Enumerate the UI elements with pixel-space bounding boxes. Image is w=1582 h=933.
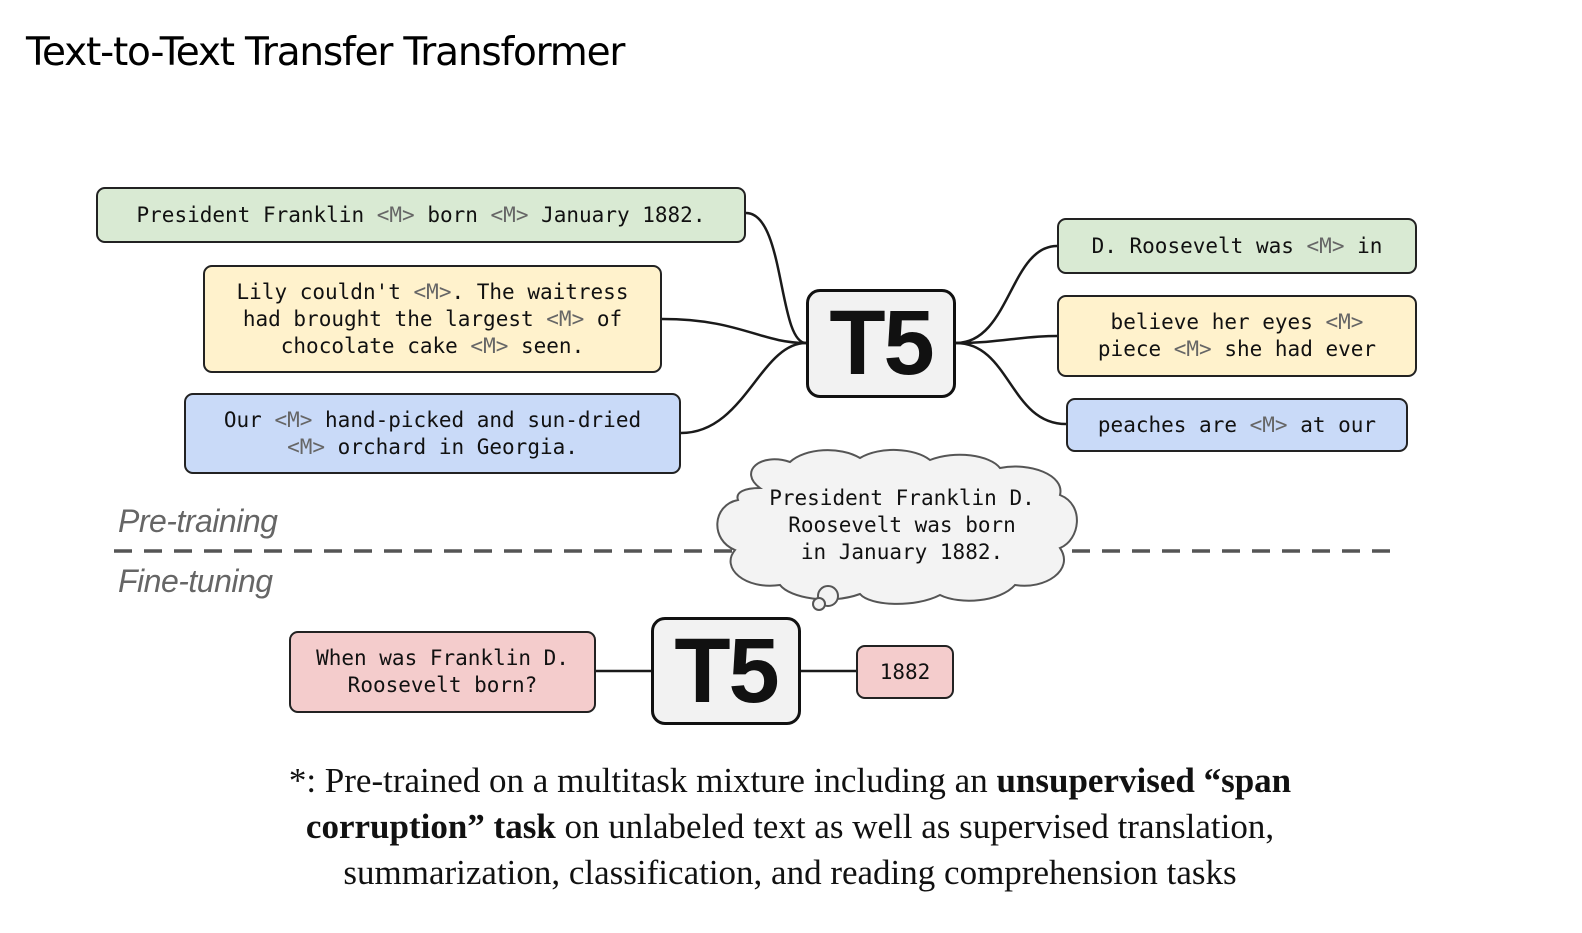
- target-text: at our: [1287, 412, 1377, 437]
- question-line: Roosevelt born?: [347, 673, 538, 697]
- mask-token: <M>: [1306, 233, 1345, 258]
- input-line: President Franklin <M> born <M> January …: [137, 202, 706, 229]
- target-text: D. Roosevelt was: [1091, 233, 1307, 258]
- target-text: believe her eyes: [1110, 310, 1326, 334]
- connector-input-2: [661, 317, 807, 345]
- input-text: . The waitress: [451, 279, 629, 304]
- input-line: Lily couldn't <M>. The waitress: [237, 279, 629, 306]
- caption-text: on unlabeled text as well as supervised …: [555, 807, 1275, 846]
- connector-output-3: [955, 341, 1067, 426]
- mask-token: <M>: [274, 407, 313, 432]
- target-line: peaches are <M> at our: [1098, 412, 1376, 439]
- input-line: <M> orchard in Georgia.: [224, 434, 641, 461]
- pretrain-input-box-1: President Franklin <M> born <M> January …: [96, 187, 746, 243]
- target-text: she had ever: [1211, 337, 1377, 361]
- pretrain-input-box-3: Our <M> hand-picked and sun-dried<M> orc…: [184, 393, 681, 474]
- connector-output-1: [955, 244, 1058, 345]
- mask-token: <M>: [1173, 337, 1212, 361]
- mask-token: <M>: [1249, 412, 1288, 437]
- target-text: in: [1344, 233, 1383, 258]
- answer-label: 1882: [879, 659, 931, 684]
- connector-output-2: [955, 334, 1058, 345]
- thought-cloud: [716, 448, 1078, 611]
- caption: *: Pre-trained on a multitask mixture in…: [160, 758, 1420, 896]
- input-line: Our <M> hand-picked and sun-dried: [224, 407, 641, 434]
- input-text: Our: [223, 407, 275, 432]
- thought-line: in January 1882.: [800, 540, 1004, 564]
- mask-token: <M>: [1325, 310, 1364, 334]
- connector-input-1: [745, 211, 807, 345]
- target-line: believe her eyes <M>: [1098, 309, 1376, 336]
- caption-emphasis: unsupervised “span: [996, 761, 1292, 800]
- pretrain-target-box-1: D. Roosevelt was <M> in: [1057, 218, 1417, 274]
- target-text: peaches are: [1097, 412, 1250, 437]
- mask-token: <M>: [376, 202, 415, 227]
- pretrain-target-box-2: believe her eyes <M>piece <M> she had ev…: [1057, 295, 1417, 377]
- target-line: D. Roosevelt was <M> in: [1092, 233, 1383, 260]
- question-line: When was Franklin D.: [316, 646, 569, 670]
- t5-model-finetuning: T5: [651, 617, 801, 725]
- mask-token: <M>: [470, 333, 509, 358]
- input-text: hand-picked and sun-dried: [312, 407, 642, 432]
- caption-text: *: Pre-trained on a multitask mixture in…: [288, 761, 997, 800]
- input-text: seen.: [508, 333, 585, 358]
- caption-line-2: corruption” task on unlabeled text as we…: [160, 804, 1420, 850]
- thought-line: President Franklin D.: [769, 486, 1035, 510]
- mask-token: <M>: [490, 202, 529, 227]
- thought-line: Roosevelt was born: [788, 513, 1016, 537]
- pretrain-target-box-3: peaches are <M> at our: [1066, 398, 1408, 452]
- mask-token: <M>: [413, 279, 452, 304]
- input-text: January 1882.: [528, 202, 706, 227]
- finetune-answer-box: 1882: [856, 645, 954, 699]
- input-text: had brought the largest: [242, 306, 547, 331]
- input-line: chocolate cake <M> seen.: [237, 333, 629, 360]
- finetune-question-box: When was Franklin D. Roosevelt born?: [289, 631, 596, 713]
- phase-label-pretraining: Pre-training: [118, 503, 278, 539]
- input-line: had brought the largest <M> of: [237, 306, 629, 333]
- input-text: of: [584, 306, 623, 331]
- t5-model-pretraining: T5: [806, 289, 956, 398]
- mask-token: <M>: [287, 434, 326, 459]
- connector-input-3: [680, 341, 807, 435]
- target-text: piece: [1097, 337, 1174, 361]
- input-text: Lily couldn't: [236, 279, 414, 304]
- input-text: chocolate cake: [280, 333, 471, 358]
- caption-line-1: *: Pre-trained on a multitask mixture in…: [160, 758, 1420, 804]
- input-text: orchard in Georgia.: [325, 434, 578, 459]
- caption-line-3: summarization, classification, and readi…: [343, 853, 1237, 892]
- caption-emphasis: corruption” task: [305, 807, 556, 846]
- target-line: piece <M> she had ever: [1098, 336, 1376, 363]
- input-text: born: [414, 202, 491, 227]
- thought-bubble-text: President Franklin D. Roosevelt was born…: [752, 485, 1052, 566]
- phase-label-finetuning: Fine-tuning: [118, 563, 273, 599]
- slide-title: Text-to-Text Transfer Transformer: [26, 30, 625, 75]
- mask-token: <M>: [546, 306, 585, 331]
- input-text: President Franklin: [136, 202, 377, 227]
